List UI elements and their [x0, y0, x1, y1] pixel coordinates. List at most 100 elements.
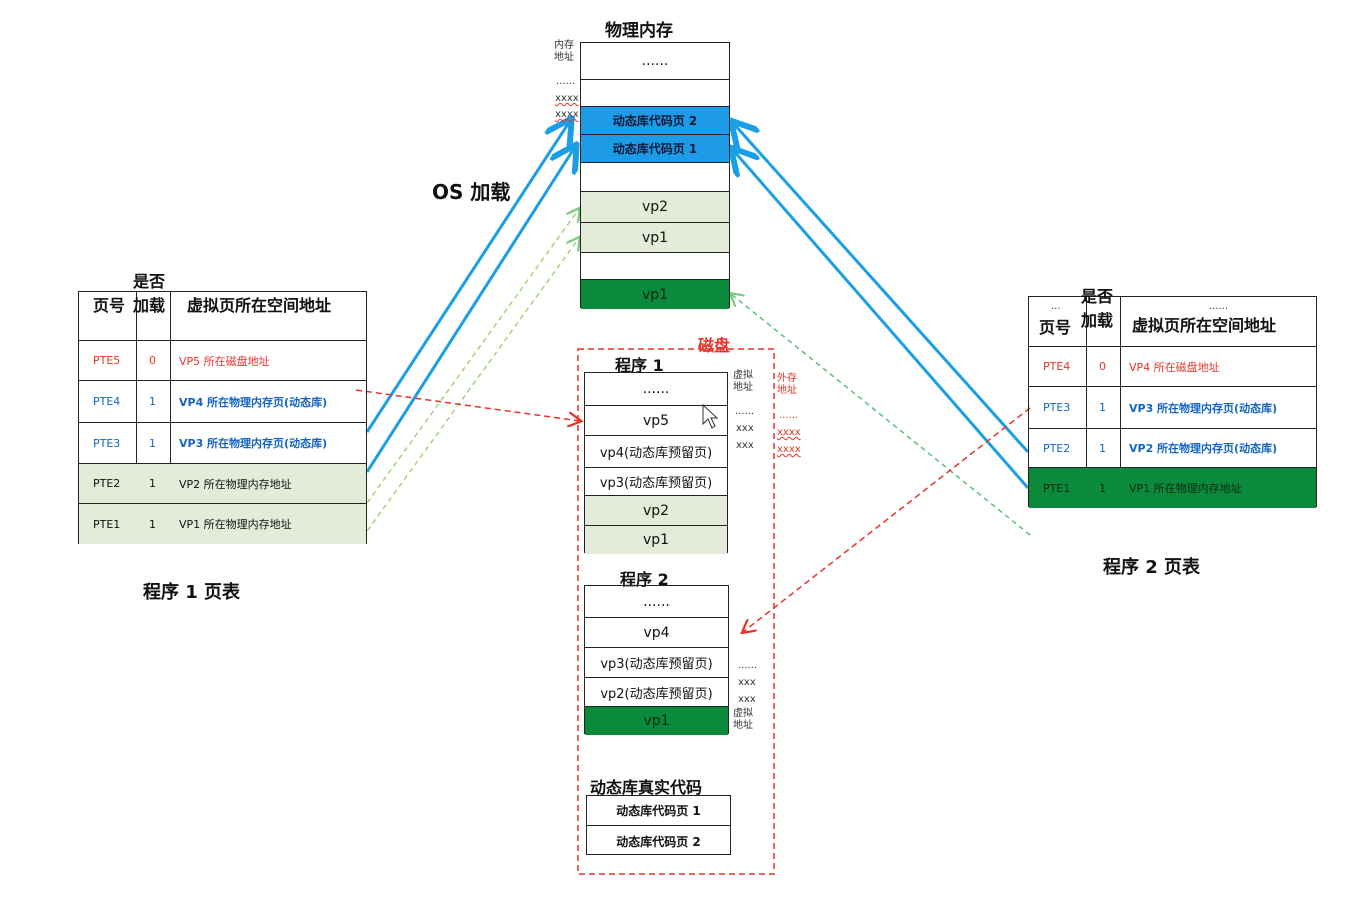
p2-virtual-address-label: 虚拟 地址	[733, 708, 753, 731]
p1-cell-vp5: vp5	[585, 406, 727, 436]
pm-cell-empty	[581, 80, 729, 107]
t2-header-loaded: 是否 加载	[1081, 287, 1114, 330]
table-row: PTE5 0 VP5 所在磁盘地址	[79, 341, 366, 381]
memory-address-x1: xxxx	[555, 93, 579, 104]
p1-cell-vp1: vp1	[585, 526, 727, 554]
t2-addr: VP1 所在物理内存地址	[1129, 482, 1242, 495]
t2-header-page: 页号	[1039, 318, 1072, 337]
p2-cell-dots: ......	[585, 586, 728, 618]
arrow-p2-pte2-to-dynlib1	[733, 150, 1030, 489]
t2-loaded: 0	[1099, 360, 1106, 373]
table1-caption: 程序 1 页表	[143, 582, 241, 603]
os-load-label: OS 加载	[432, 180, 511, 204]
pm-cell-empty	[581, 163, 729, 192]
t1-loaded: 1	[149, 477, 156, 490]
t1-header-page: 页号	[93, 296, 126, 315]
t1-addr: VP5 所在磁盘地址	[179, 354, 270, 368]
p2-cell-vp1: vp1	[585, 707, 728, 735]
table-row: PTE4 0 VP4 所在磁盘地址	[1029, 347, 1316, 387]
p1-virtual-x2: xxx	[736, 440, 754, 451]
dynlib-stack: 动态库代码页 1 动态库代码页 2	[586, 795, 731, 855]
t1-pte: PTE3	[93, 436, 121, 450]
t1-addr: VP3 所在物理内存页(动态库)	[179, 437, 328, 450]
t2-addr: VP2 所在物理内存页(动态库)	[1129, 442, 1278, 455]
p1-external-address-label: 外存 地址	[777, 373, 797, 396]
t1-pte: PTE5	[93, 354, 121, 367]
p1-cell-vp3: vp3(动态库预留页)	[585, 468, 727, 496]
t1-loaded: 1	[149, 395, 156, 408]
table-row: PTE2 1 VP2 所在物理内存页(动态库)	[1029, 429, 1316, 468]
t2-loaded: 1	[1099, 481, 1106, 495]
t1-addr: VP1 所在物理内存地址	[179, 518, 292, 531]
program2-page-table: ... ...... 页号 虚拟页所在空间地址 PTE4 0 VP4 所在磁盘地…	[1028, 296, 1317, 508]
table-row: PTE4 1 VP4 所在物理内存页(动态库)	[79, 381, 366, 423]
table-row: PTE1 1 VP1 所在物理内存地址	[1029, 468, 1316, 508]
t1-addr: VP2 所在物理内存地址	[179, 477, 292, 491]
p2-virtual-x2: xxx	[738, 694, 756, 705]
arrow-pte2-to-vp2	[361, 209, 579, 511]
pm-cell-vp1: vp1	[581, 223, 729, 253]
arrow-p2-pte4-to-disk	[743, 407, 1031, 632]
p2-virtual-x1: xxx	[738, 677, 756, 688]
t1-header-loaded: 是否 加载	[133, 272, 166, 315]
t2-addr: VP4 所在磁盘地址	[1129, 360, 1220, 374]
t2-header-dots2: ......	[1209, 301, 1229, 312]
table2-caption: 程序 2 页表	[1103, 557, 1201, 578]
t2-pte: PTE4	[1043, 360, 1071, 373]
arrow-p2-pte3-to-dynlib2	[733, 123, 1030, 454]
p1-virtual-address-label: 虚拟 地址	[733, 370, 753, 393]
t1-loaded: 1	[149, 517, 156, 531]
p1-virtual-x1: xxx	[736, 423, 754, 434]
t2-pte: PTE2	[1043, 441, 1071, 455]
program1-title: 程序 1	[615, 356, 664, 375]
p1-cell-vp2: vp2	[585, 496, 727, 526]
t1-pte: PTE4	[93, 395, 121, 408]
t1-addr: VP4 所在物理内存页(动态库)	[179, 395, 328, 409]
t2-loaded: 1	[1099, 441, 1106, 455]
p2-cell-vp3: vp3(动态库预留页)	[585, 648, 728, 678]
table-row: PTE3 1 VP3 所在物理内存页(动态库)	[79, 423, 366, 464]
pm-cell-vp1-program2: vp1	[581, 280, 729, 309]
t1-pte: PTE2	[93, 477, 121, 490]
dynlib-page-2: 动态库代码页 2	[616, 834, 701, 849]
p1-cell-dots: ......	[585, 373, 727, 406]
table-row: PTE1 1 VP1 所在物理内存地址	[79, 504, 366, 544]
arrow-pte4-to-disk	[355, 389, 580, 421]
p1-cell-vp4: vp4(动态库预留页)	[585, 436, 727, 468]
p2-cell-vp2: vp2(动态库预留页)	[585, 678, 728, 707]
t1-loaded: 1	[149, 436, 156, 450]
table-row: PTE2 1 VP2 所在物理内存地址	[79, 464, 366, 504]
table-row: PTE3 1 VP3 所在物理内存页(动态库)	[1029, 387, 1316, 429]
pm-cell-dots: ......	[581, 43, 729, 80]
arrow-p2-pte1-to-vp1	[731, 294, 1031, 536]
arrow-pte1-to-vp1	[361, 238, 579, 539]
p2-cell-vp4: vp4	[585, 618, 728, 648]
p1-external-x2: xxxx	[777, 444, 801, 455]
physical-memory-stack: ...... 动态库代码页 2 动态库代码页 1 vp2 vp1 vp1	[580, 42, 730, 309]
arrow-pte3-to-dynlib2	[365, 121, 570, 433]
t1-loaded: 0	[149, 354, 156, 367]
t2-loaded: 1	[1099, 401, 1106, 414]
program2-title: 程序 2	[620, 570, 669, 589]
t1-pte: PTE1	[93, 517, 121, 531]
memory-address-dots: ......	[556, 76, 576, 87]
memory-address-x2: xxxx	[555, 109, 579, 120]
t2-header-addr: 虚拟页所在空间地址	[1132, 316, 1277, 335]
memory-address-label: 内存 地址	[554, 40, 574, 63]
p2-virtual-dots: ......	[738, 660, 758, 671]
pm-cell-dynlib-page-2: 动态库代码页 2	[581, 107, 729, 135]
mouse-cursor-icon	[702, 403, 719, 429]
disk-title: 磁盘	[698, 336, 731, 355]
pm-cell-empty	[581, 253, 729, 280]
t2-pte: PTE3	[1043, 401, 1071, 414]
pm-cell-dynlib-page-1: 动态库代码页 1	[581, 135, 729, 163]
dynlib-page-1: 动态库代码页 1	[587, 796, 730, 826]
pm-cell-vp2: vp2	[581, 192, 729, 223]
dynlib-title: 动态库真实代码	[590, 778, 703, 797]
program1-disk-stack: ...... vp5 vp4(动态库预留页) vp3(动态库预留页) vp2 v…	[584, 372, 728, 554]
t2-addr: VP3 所在物理内存页(动态库)	[1129, 401, 1278, 415]
t2-pte: PTE1	[1043, 481, 1071, 495]
program1-page-table: 页号 虚拟页所在空间地址 PTE5 0 VP5 所在磁盘地址 PTE4 1 VP…	[78, 291, 367, 544]
p1-external-dots: ......	[779, 410, 799, 421]
